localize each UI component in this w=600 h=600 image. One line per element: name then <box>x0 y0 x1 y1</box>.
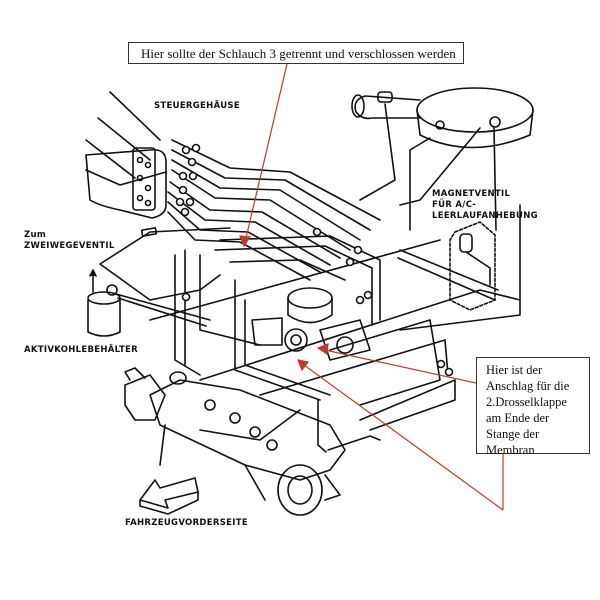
vacuum-hoses <box>149 227 521 453</box>
arrow-membrane-diagonal <box>303 364 504 511</box>
callout-hose3: Hier sollte der Schlauch 3 getrennt und … <box>128 42 464 64</box>
two-way-valve-line <box>99 227 231 301</box>
ac-idle-solenoid <box>397 204 521 331</box>
label-to-two-way-valve-1: Zum <box>24 230 46 240</box>
label-solenoid-1: MAGNETVENTIL <box>432 189 511 199</box>
arrow-hose3-head <box>239 235 252 248</box>
label-to-two-way-valve-2: ZWEIWEGEVENTIL <box>24 241 115 251</box>
label-solenoid-3: LEERLAUFANHEBUNG <box>432 211 538 221</box>
control-box <box>85 91 167 219</box>
distributor <box>124 367 187 421</box>
callout-line: am Ende der <box>486 411 550 425</box>
callout-line: Stange der <box>486 427 540 441</box>
arrow-hose3 <box>245 63 288 239</box>
air-cleaner <box>351 87 534 231</box>
control-box-hoses <box>167 139 381 281</box>
callout-line: Anschlag für die <box>486 379 570 393</box>
charcoal-canister <box>87 269 211 337</box>
arrow-throttle-stop <box>324 349 477 384</box>
label-control-box: STEUERGEHÄUSE <box>154 101 240 111</box>
carburetor <box>251 287 371 361</box>
callout-line: 2.Drosselklappe <box>486 395 567 409</box>
label-solenoid-2: FÜR A/C- <box>432 200 477 210</box>
annotation-arrows <box>239 63 504 511</box>
callout-line: Hier ist der <box>486 363 543 377</box>
arrow-throttle-stop-head <box>316 343 329 356</box>
label-vehicle-front: FAHRZEUGVORDERSEITE <box>125 518 248 528</box>
callout-throttle-stop: Hier ist der Anschlag für die 2.Drosselk… <box>476 357 590 457</box>
label-charcoal-canister: AKTIVKOHLEBEHÄLTER <box>24 345 139 355</box>
callout-line: Membran <box>486 443 535 457</box>
engine-block <box>149 379 346 516</box>
arrow-membrane-head <box>297 359 310 372</box>
vehicle-front-arrow <box>139 477 199 515</box>
